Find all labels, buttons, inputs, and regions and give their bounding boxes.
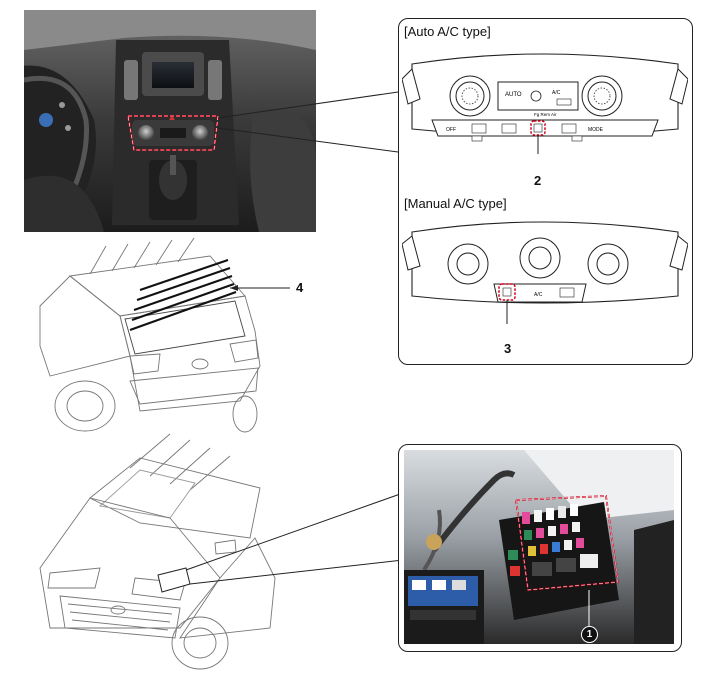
- engine-bay-photo: [404, 450, 674, 644]
- manual-ac-button[interactable]: A/C: [534, 292, 543, 298]
- callout-1: 1: [586, 628, 593, 640]
- auto-ac-panel: AUTO A/C Fg Rem Air OFF MODE: [401, 44, 689, 162]
- svg-text:AUTO: AUTO: [505, 92, 522, 98]
- dashboard-photo: [4, 10, 316, 232]
- callout-1-badge: 1: [581, 626, 598, 643]
- recirculation-icon: [501, 123, 517, 134]
- auto-mode-button[interactable]: MODE: [588, 127, 604, 133]
- rear-defrost-icon: [561, 123, 577, 134]
- rear-vehicle-illustration: [30, 236, 270, 436]
- callout-2: 2: [534, 173, 542, 188]
- callout-3: 3: [504, 341, 512, 356]
- front-vehicle-illustration: [20, 428, 290, 673]
- manual-recirc-icon: [559, 287, 575, 298]
- callout-4: 4: [296, 280, 304, 295]
- auto-off-button[interactable]: OFF: [446, 127, 456, 133]
- front-defrost-icon: [471, 123, 487, 134]
- display-ac-text: A/C: [552, 90, 561, 96]
- auto-ac-caption: [Auto A/C type]: [404, 24, 491, 39]
- manual-ac-panel: A/C: [401, 214, 689, 326]
- manual-ac-caption: [Manual A/C type]: [404, 196, 507, 211]
- auto-strip-label: Fg Rem Air: [534, 112, 557, 117]
